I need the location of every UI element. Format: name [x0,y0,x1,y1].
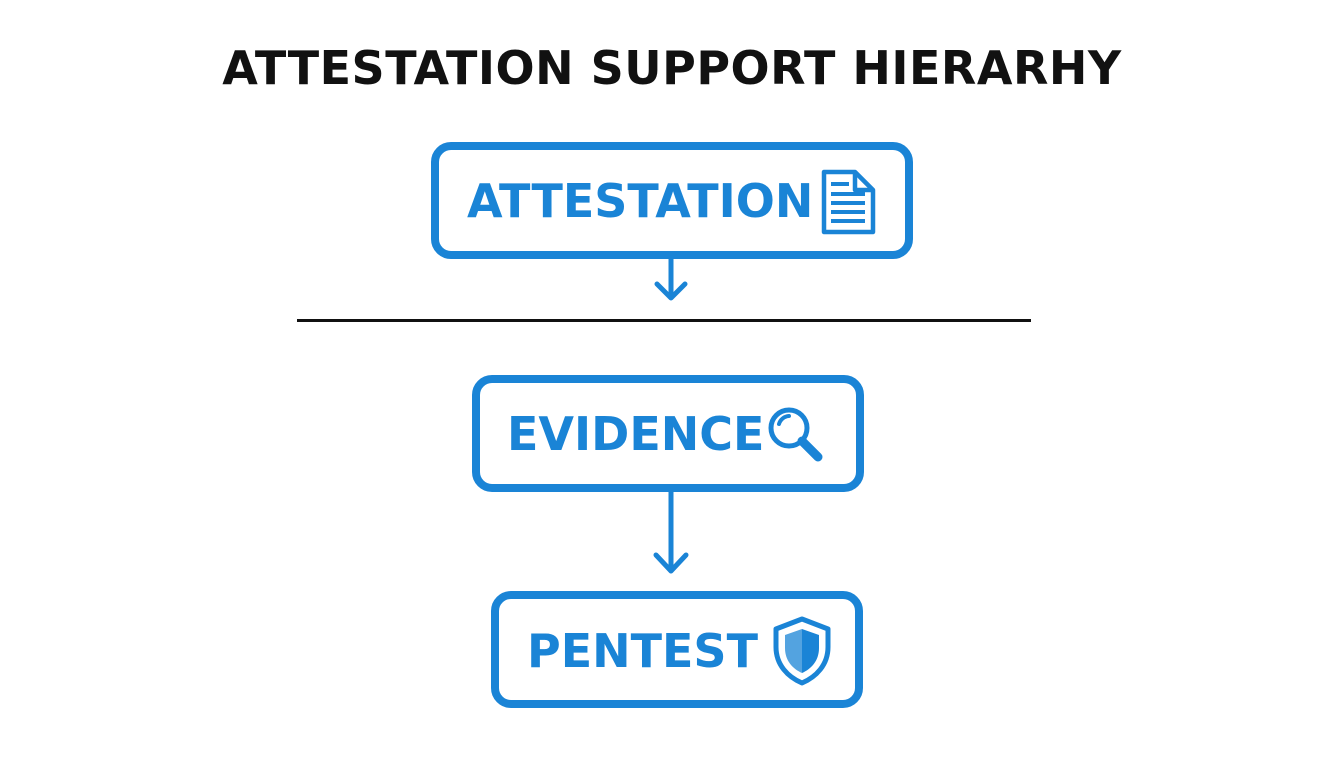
pentest-label: PENTEST [527,624,758,678]
diagram-title: ATTESTATION SUPPORT HIERARHY [222,41,1122,95]
document-icon [815,168,881,236]
evidence-node: EVIDENCE [472,375,864,492]
pentest-node: PENTEST [491,591,863,708]
magnifier-icon [763,402,829,468]
attestation-node: ATTESTATION [431,142,913,259]
attestation-label: ATTESTATION [467,174,814,228]
evidence-label: EVIDENCE [507,407,765,461]
arrow-evidence-to-pentest [653,489,689,574]
divider-line [297,319,1031,322]
shield-icon [769,615,835,687]
arrow-attestation-down [654,256,688,301]
